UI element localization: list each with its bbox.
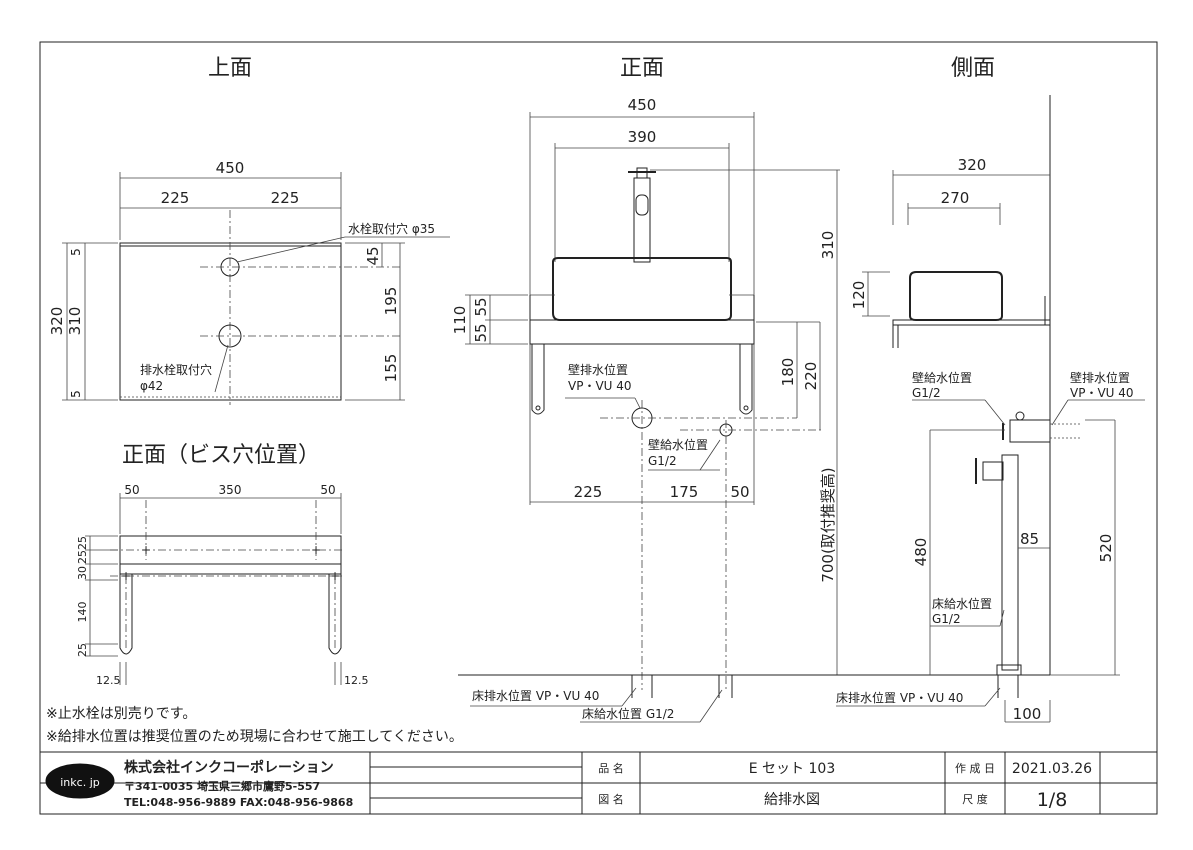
top-dim-45: 45 (364, 246, 382, 265)
screw-dim-25-b: 25 (76, 550, 89, 564)
hinmei-value: E セット 103 (749, 761, 835, 777)
top-dim-225-right: 225 (271, 189, 300, 207)
top-dim-450: 450 (216, 159, 245, 177)
svg-text:+: + (330, 569, 340, 583)
front-dim-110: 110 (451, 306, 469, 335)
faucet (628, 167, 656, 263)
company-logo-text: inkc. jp (60, 776, 99, 789)
front-dim-220: 220 (802, 362, 820, 391)
wall-supply-valve (1002, 411, 1080, 443)
side-dim-120: 120 (850, 281, 868, 310)
scale-label: 尺 度 (962, 792, 988, 806)
side-floor-supply-label-2: G1/2 (932, 612, 961, 626)
screw-dim-25-c: 25 (76, 643, 89, 657)
front-leg-left (531, 344, 545, 415)
top-dim-5-top: 5 (69, 248, 83, 256)
screw-hole-view: + + + + 50 350 50 25 25 30 140 25 12.5 1… (76, 483, 369, 687)
drain-hole-label-2: φ42 (140, 379, 163, 393)
date-value: 2021.03.26 (1012, 761, 1092, 777)
top-dim-195: 195 (382, 287, 400, 316)
zumei-label: 図 名 (598, 792, 624, 806)
side-dim-520: 520 (1097, 534, 1115, 563)
side-dim-480: 480 (912, 538, 930, 567)
side-floor-drain-label: 床排水位置 VP・VU 40 (836, 690, 963, 705)
front-dim-50: 50 (730, 483, 749, 501)
side-floor-supply-label-1: 床給水位置 (932, 596, 992, 611)
screw-dim-12-5-left: 12.5 (96, 674, 121, 687)
side-wall-drain-label-1: 壁排水位置 (1070, 370, 1130, 385)
side-dim-320: 320 (958, 156, 987, 174)
screw-leg-right (328, 574, 342, 655)
front-dim-55-top: 55 (472, 297, 490, 316)
front-wall-drain-label-2: VP・VU 40 (568, 379, 632, 393)
faucet-hole-label: 水栓取付穴 φ35 (348, 221, 435, 236)
front-view: 450 390 110 55 55 (451, 96, 1050, 723)
front-floor-supply-label: 床給水位置 G1/2 (582, 706, 674, 721)
svg-text:+: + (121, 569, 131, 583)
top-view: 450 225 225 320 310 5 5 45 195 155 水栓取付穴… (48, 159, 450, 405)
scale-value: 1/8 (1037, 789, 1068, 811)
company-tel: TEL:048-956-9889 FAX:048-956-9868 (124, 796, 353, 809)
front-dim-175: 175 (670, 483, 699, 501)
note-1: ※止水栓は別売りです。 (46, 706, 196, 722)
svg-text:+: + (141, 543, 151, 557)
company-logo (45, 763, 115, 799)
side-dim-100: 100 (1013, 705, 1042, 723)
side-basin (909, 271, 1003, 321)
side-dim-270: 270 (941, 189, 970, 207)
side-wall-supply-label-1: 壁給水位置 (912, 370, 972, 385)
title-block: inkc. jp 株式会社インクコーポレーション 〒341-0035 埼玉県三郷… (40, 751, 1157, 814)
side-wall-supply-label-2: G1/2 (912, 386, 941, 400)
front-counter (529, 319, 755, 345)
top-dim-155: 155 (382, 354, 400, 383)
front-wall-supply-label-1: 壁給水位置 (648, 437, 708, 452)
top-view-title: 上面 (208, 56, 252, 81)
front-dim-180: 180 (779, 358, 797, 387)
screw-leg-left (119, 574, 133, 655)
top-dim-225-left: 225 (161, 189, 190, 207)
screw-dim-140: 140 (76, 602, 89, 623)
drain-hole-label-1: 排水栓取付穴 (140, 362, 212, 377)
company-name: 株式会社インクコーポレーション (124, 759, 334, 776)
front-floor-drain-label: 床排水位置 VP・VU 40 (472, 688, 599, 703)
top-dim-5-bottom: 5 (69, 390, 83, 398)
screw-dim-350: 350 (219, 483, 242, 497)
screw-view-title: 正面（ビス穴位置） (122, 443, 320, 468)
sheet-border (39, 41, 1158, 815)
zumei-value: 給排水図 (764, 792, 820, 808)
screw-dim-30: 30 (76, 566, 89, 580)
front-dim-700: 700(取付推奨高) (819, 467, 837, 582)
front-dim-310: 310 (819, 231, 837, 260)
company-address: 〒341-0035 埼玉県三郷市鷹野5-557 (124, 779, 320, 793)
front-dim-450: 450 (628, 96, 657, 114)
front-dim-55-bottom: 55 (472, 323, 490, 342)
screw-dim-50-left: 50 (124, 483, 139, 497)
svg-text:+: + (311, 543, 321, 557)
side-wall-drain-label-2: VP・VU 40 (1070, 386, 1134, 400)
screw-dim-12-5-right: 12.5 (344, 674, 369, 687)
side-view: 320 270 120 (836, 95, 1145, 723)
note-2: ※給排水位置は推奨位置のため現場に合わせて施工してください。 (46, 729, 463, 745)
front-wall-drain-label-1: 壁排水位置 (568, 362, 628, 377)
front-leg-right (739, 344, 753, 415)
floor-supply-pipe (975, 454, 1022, 698)
top-basin-outline (119, 242, 342, 401)
side-view-title: 側面 (951, 56, 995, 81)
top-dim-320: 320 (48, 307, 66, 336)
front-basin (552, 257, 732, 321)
side-dim-85: 85 (1020, 530, 1039, 548)
screw-dim-50-right: 50 (320, 483, 335, 497)
front-dim-390: 390 (628, 128, 657, 146)
date-label: 作 成 日 (955, 762, 995, 775)
front-view-title: 正面 (620, 56, 664, 81)
front-wall-supply-label-2: G1/2 (648, 454, 677, 468)
front-dim-225: 225 (574, 483, 603, 501)
screw-dim-25-a: 25 (76, 536, 89, 550)
hinmei-label: 品 名 (598, 761, 624, 775)
top-dim-310: 310 (66, 307, 84, 336)
